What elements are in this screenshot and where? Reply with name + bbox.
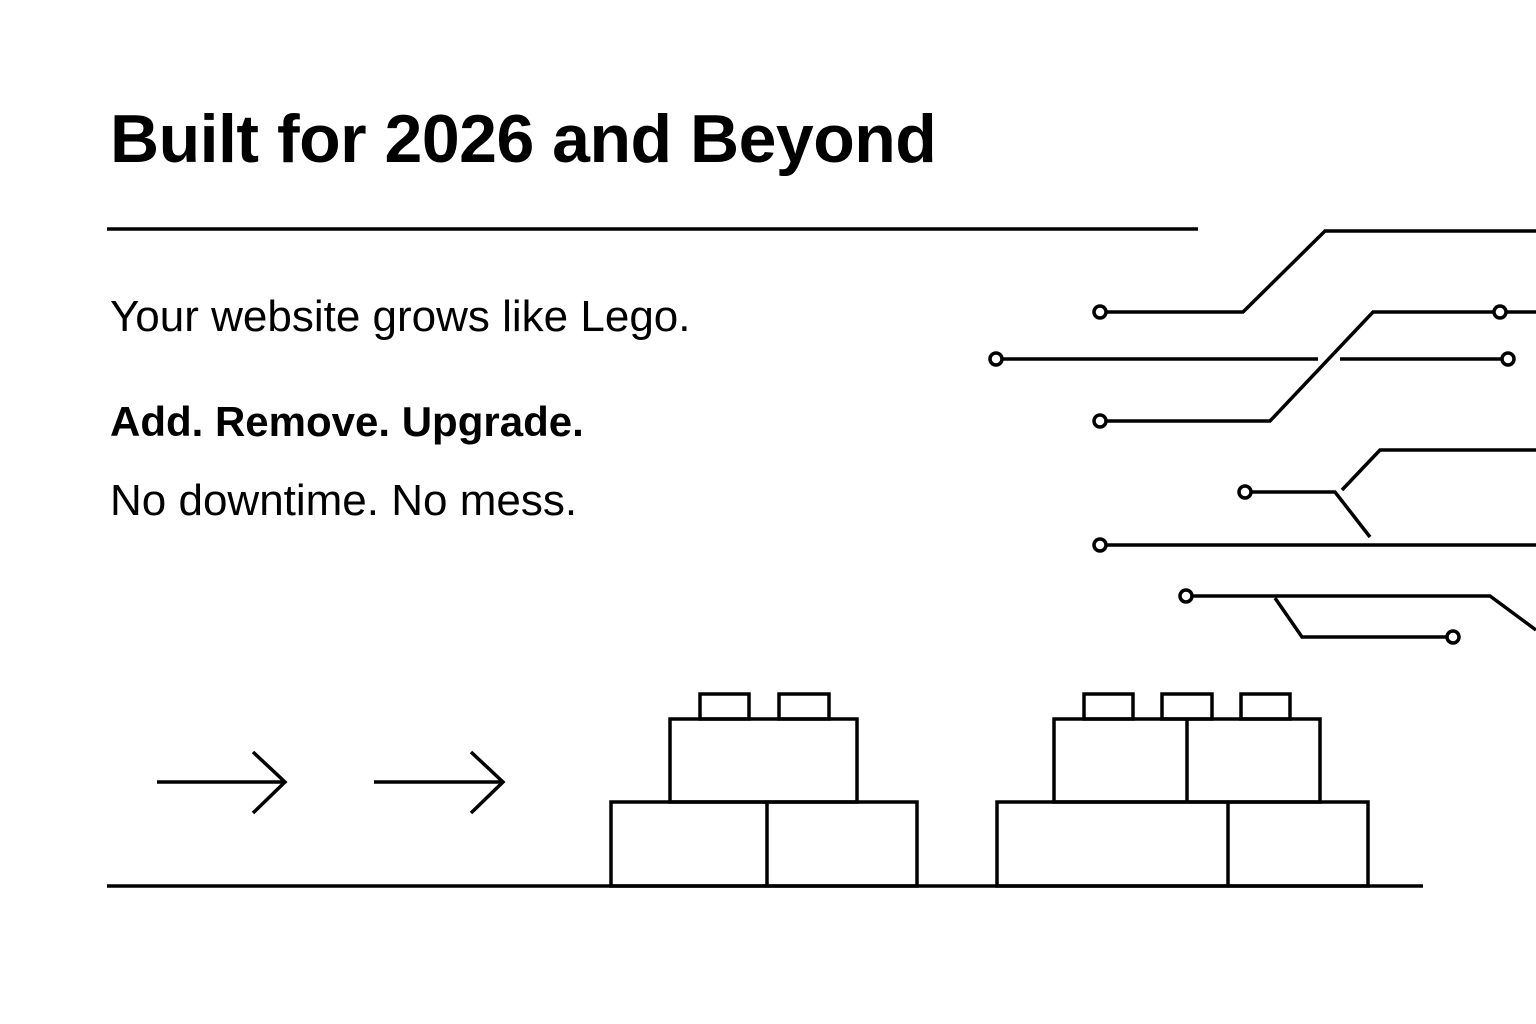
- actions-text: Add. Remove. Upgrade.: [110, 398, 584, 445]
- circuit-icon: [988, 229, 1536, 645]
- lego-brick-stack-large-icon: [995, 692, 1370, 888]
- tagline-text: Your website grows like Lego.: [110, 292, 691, 341]
- page-title: Built for 2026 and Beyond: [110, 101, 937, 177]
- lego-brick-stack-small-icon: [609, 692, 919, 888]
- benefit-text: No downtime. No mess.: [110, 476, 578, 525]
- arrow-right-icon: [157, 750, 288, 815]
- arrow-right-icon: [374, 750, 506, 815]
